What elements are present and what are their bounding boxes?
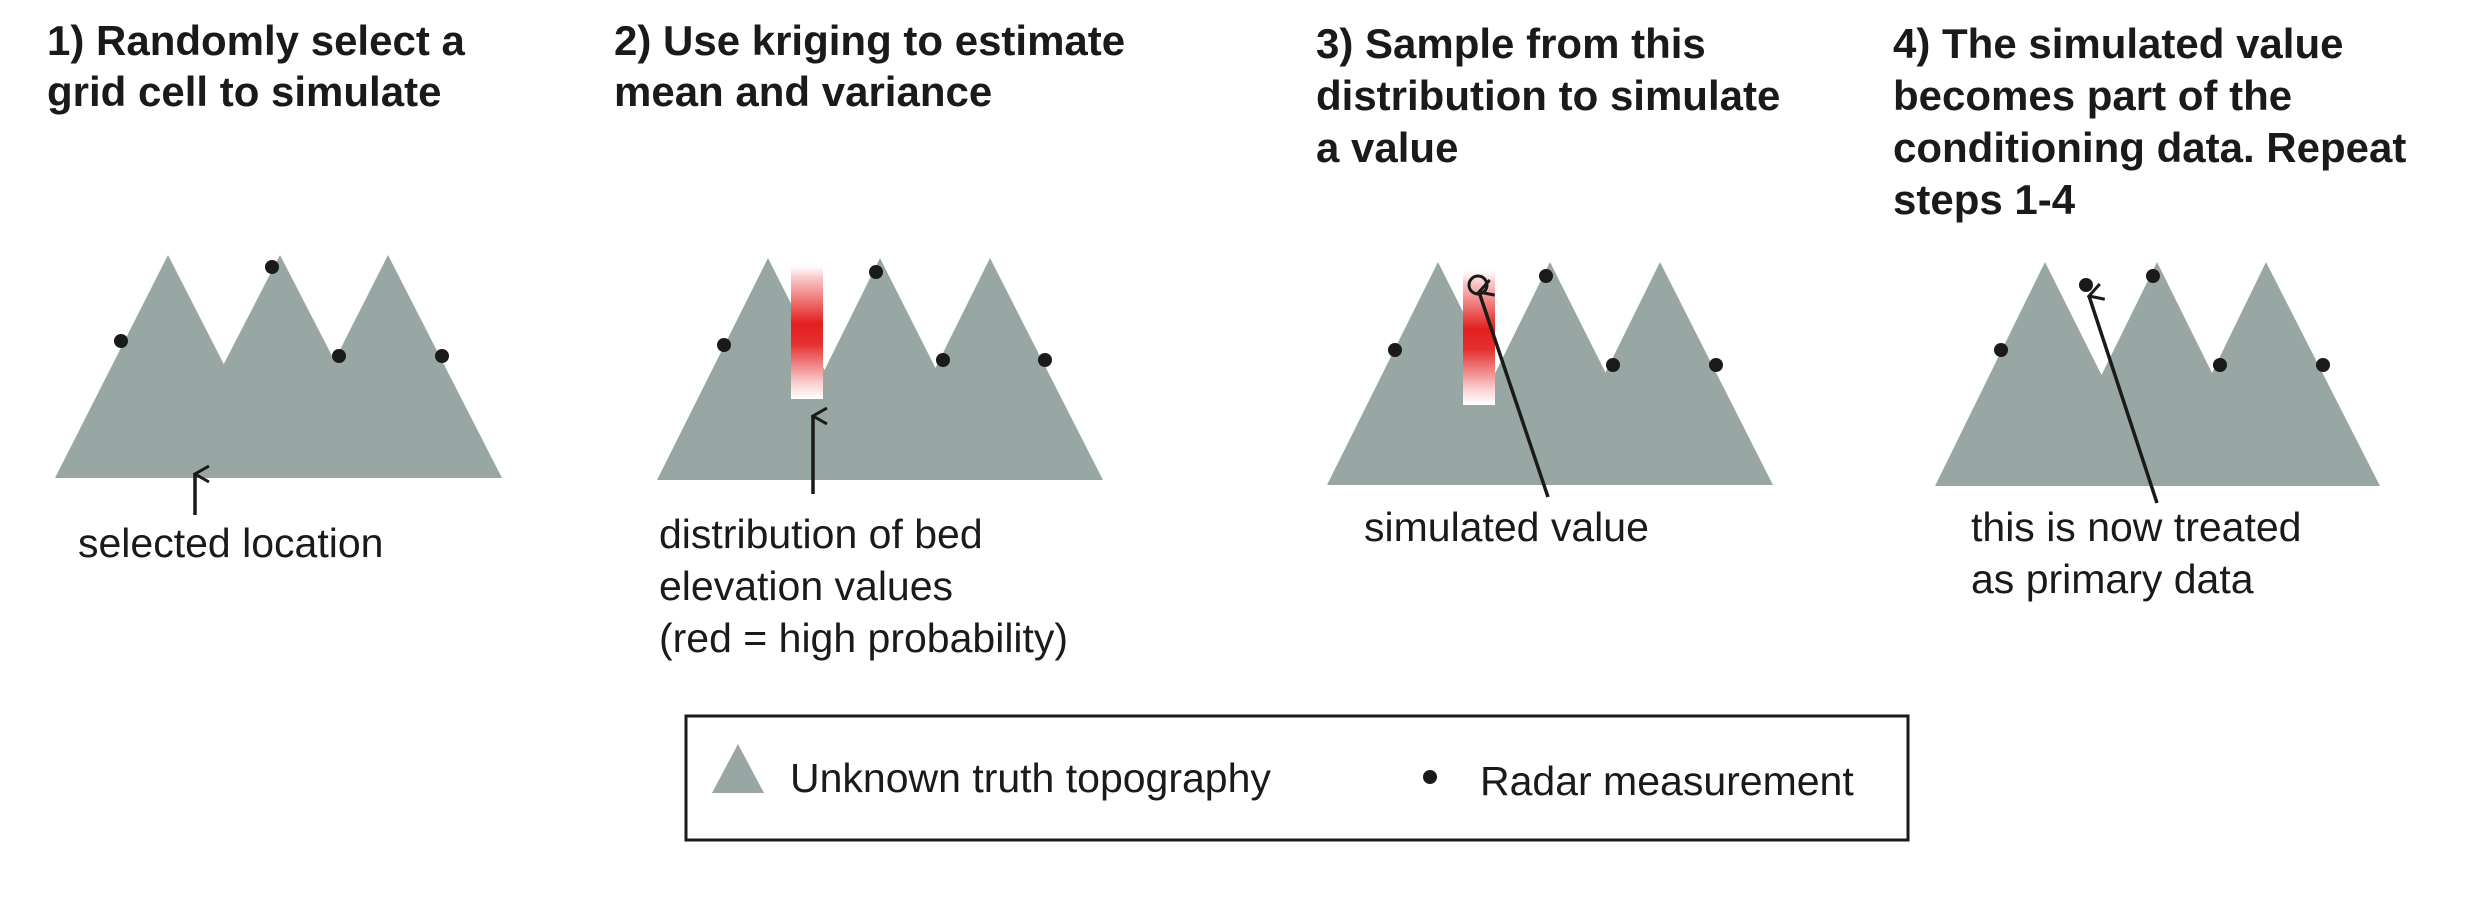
step-4-caption-line-1: this is now treated xyxy=(1971,504,2301,550)
radar-measurement-point xyxy=(2213,358,2227,372)
step-4-caption: this is now treated as primary data xyxy=(1971,504,2313,602)
step-2-title-line-2: mean and variance xyxy=(614,68,992,115)
legend: Unknown truth topography Radar measureme… xyxy=(684,714,1910,842)
topography-mountains xyxy=(657,258,1103,480)
radar-measurement-point xyxy=(265,260,279,274)
radar-measurement-point xyxy=(936,353,950,367)
radar-measurement-point xyxy=(435,349,449,363)
step-1: 1) Randomly select a grid cell to simula… xyxy=(47,17,502,566)
step-2-caption-line-1: distribution of bed xyxy=(659,511,983,557)
mountain-right xyxy=(880,258,1103,480)
step-3-caption: simulated value xyxy=(1364,504,1649,550)
topography-mountains xyxy=(55,255,502,478)
step-2-title: 2) Use kriging to estimate mean and vari… xyxy=(614,17,1137,115)
step-3-title-line-3: a value xyxy=(1316,124,1458,171)
radar-legend-icon xyxy=(1423,770,1437,784)
radar-measurement-point xyxy=(1388,343,1402,357)
step-4-title-line-3: conditioning data. Repeat xyxy=(1893,124,2406,171)
step-1-title-line-1: 1) Randomly select a xyxy=(47,17,465,64)
radar-measurement-point xyxy=(869,265,883,279)
step-4-title-line-2: becomes part of the xyxy=(1893,72,2292,119)
mountain-right xyxy=(2157,262,2380,486)
probability-distribution-bar xyxy=(791,262,823,399)
step-3-caption-line-1: simulated value xyxy=(1364,504,1649,550)
radar-measurement-point xyxy=(114,334,128,348)
radar-measurement-point xyxy=(1994,343,2008,357)
radar-measurement-point xyxy=(717,338,731,352)
radar-measurement-point xyxy=(1606,358,1620,372)
probability-distribution-bar xyxy=(1463,267,1495,405)
radar-measurement-point xyxy=(1038,353,1052,367)
step-1-title-line-2: grid cell to simulate xyxy=(47,68,441,115)
step-1-title: 1) Randomly select a grid cell to simula… xyxy=(47,17,477,115)
radar-measurement-point xyxy=(1539,269,1553,283)
topography-mountains xyxy=(1327,262,1773,485)
step-4: 4) The simulated value becomes part of t… xyxy=(1893,20,2418,602)
step-3-title: 3) Sample from this distribution to simu… xyxy=(1316,20,1792,171)
step-4-title-line-1: 4) The simulated value xyxy=(1893,20,2343,67)
step-3-title-line-2: distribution to simulate xyxy=(1316,72,1780,119)
topography-mountains xyxy=(1935,262,2380,486)
step-4-title-line-4: steps 1-4 xyxy=(1893,176,2076,223)
step-4-caption-line-2: as primary data xyxy=(1971,556,2254,602)
primary-data-arrow xyxy=(2089,296,2159,504)
legend-radar-label: Radar measurement xyxy=(1480,758,1854,804)
legend-topography-label: Unknown truth topography xyxy=(790,755,1271,801)
mountain-right xyxy=(275,255,502,478)
step-1-caption-line-1: selected location xyxy=(78,520,383,566)
step-1-caption: selected location xyxy=(78,520,383,566)
step-3: 3) Sample from this distribution to simu… xyxy=(1316,20,1792,550)
topography-legend-icon xyxy=(712,744,764,793)
legend-box xyxy=(684,714,1910,842)
step-2-caption: distribution of bed elevation values (re… xyxy=(659,511,1068,661)
step-2-caption-line-2: elevation values xyxy=(659,563,953,609)
step-2: 2) Use kriging to estimate mean and vari… xyxy=(614,17,1137,661)
simulated-value-arrow xyxy=(1479,292,1550,498)
step-2-caption-line-3: (red = high probability) xyxy=(659,615,1068,661)
radar-measurement-point xyxy=(2146,269,2160,283)
radar-measurement-point xyxy=(332,349,346,363)
mountain-right xyxy=(1550,262,1773,485)
step-2-title-line-1: 2) Use kriging to estimate xyxy=(614,17,1125,64)
radar-measurement-point xyxy=(1709,358,1723,372)
step-3-title-line-1: 3) Sample from this xyxy=(1316,20,1706,67)
step-4-title: 4) The simulated value becomes part of t… xyxy=(1893,20,2418,223)
simulated-value-point xyxy=(2079,278,2093,292)
radar-measurement-point xyxy=(2316,358,2330,372)
